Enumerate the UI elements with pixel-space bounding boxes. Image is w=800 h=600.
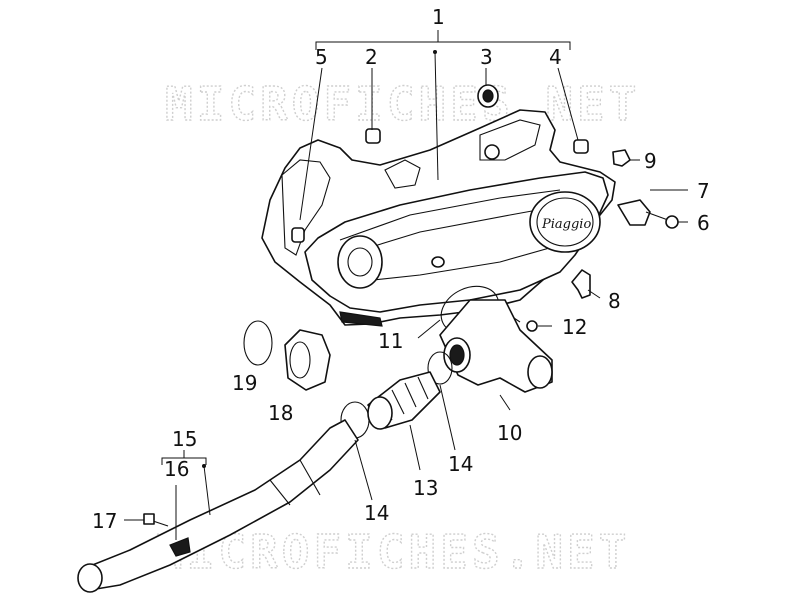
part-13-bellows bbox=[367, 371, 441, 430]
callout-13: 13 bbox=[413, 476, 438, 500]
callout-14-lower: 14 bbox=[364, 501, 389, 525]
part-17-screw bbox=[143, 513, 169, 527]
callout-labels: 1 2 3 4 5 6 7 8 9 10 11 12 13 14 14 15 1… bbox=[92, 5, 710, 533]
callout-19: 19 bbox=[232, 371, 257, 395]
part-9-clip bbox=[612, 149, 631, 167]
callout-1: 1 bbox=[432, 5, 445, 29]
callout-3: 3 bbox=[480, 45, 493, 69]
part-16-pipe-bracket bbox=[169, 537, 191, 557]
part-14-clamp-upper bbox=[427, 351, 453, 385]
callout-18: 18 bbox=[268, 401, 293, 425]
callout-5: 5 bbox=[315, 45, 328, 69]
cover-logo-disc bbox=[529, 191, 601, 253]
cover-logo-text: Piaggio bbox=[541, 217, 591, 232]
part-19-seal-ring bbox=[243, 320, 273, 366]
cover-hub bbox=[337, 235, 383, 289]
part-15-intake-pipe bbox=[77, 419, 359, 593]
leader-lines bbox=[124, 30, 688, 540]
part-6-screw bbox=[645, 211, 679, 229]
part-10-intake-duct bbox=[439, 299, 553, 393]
part-8-clip bbox=[571, 269, 591, 299]
callout-14-upper: 14 bbox=[448, 452, 473, 476]
callout-8: 8 bbox=[608, 289, 621, 313]
callout-11: 11 bbox=[378, 329, 403, 353]
part-3-oil-seal bbox=[477, 84, 499, 108]
callout-6: 6 bbox=[697, 211, 710, 235]
callout-10: 10 bbox=[497, 421, 522, 445]
part-18-filter-element bbox=[284, 329, 331, 391]
callout-15: 15 bbox=[172, 427, 197, 451]
part-4-dowel-pin bbox=[573, 139, 589, 154]
callout-7: 7 bbox=[697, 179, 710, 203]
part-2-dowel-pin bbox=[365, 128, 381, 144]
callout-4: 4 bbox=[549, 45, 562, 69]
crankcase-base-rib bbox=[339, 311, 383, 327]
part-7-bracket bbox=[617, 199, 651, 226]
watermark-top: MICROFICHES.NET bbox=[165, 77, 640, 131]
transmission-cover: Piaggio bbox=[304, 171, 609, 313]
callout-9: 9 bbox=[644, 149, 657, 173]
callout-16: 16 bbox=[164, 457, 189, 481]
callout-2: 2 bbox=[365, 45, 378, 69]
callout-12: 12 bbox=[562, 315, 587, 339]
callout-17: 17 bbox=[92, 509, 117, 533]
crankcase-bush bbox=[291, 227, 305, 243]
